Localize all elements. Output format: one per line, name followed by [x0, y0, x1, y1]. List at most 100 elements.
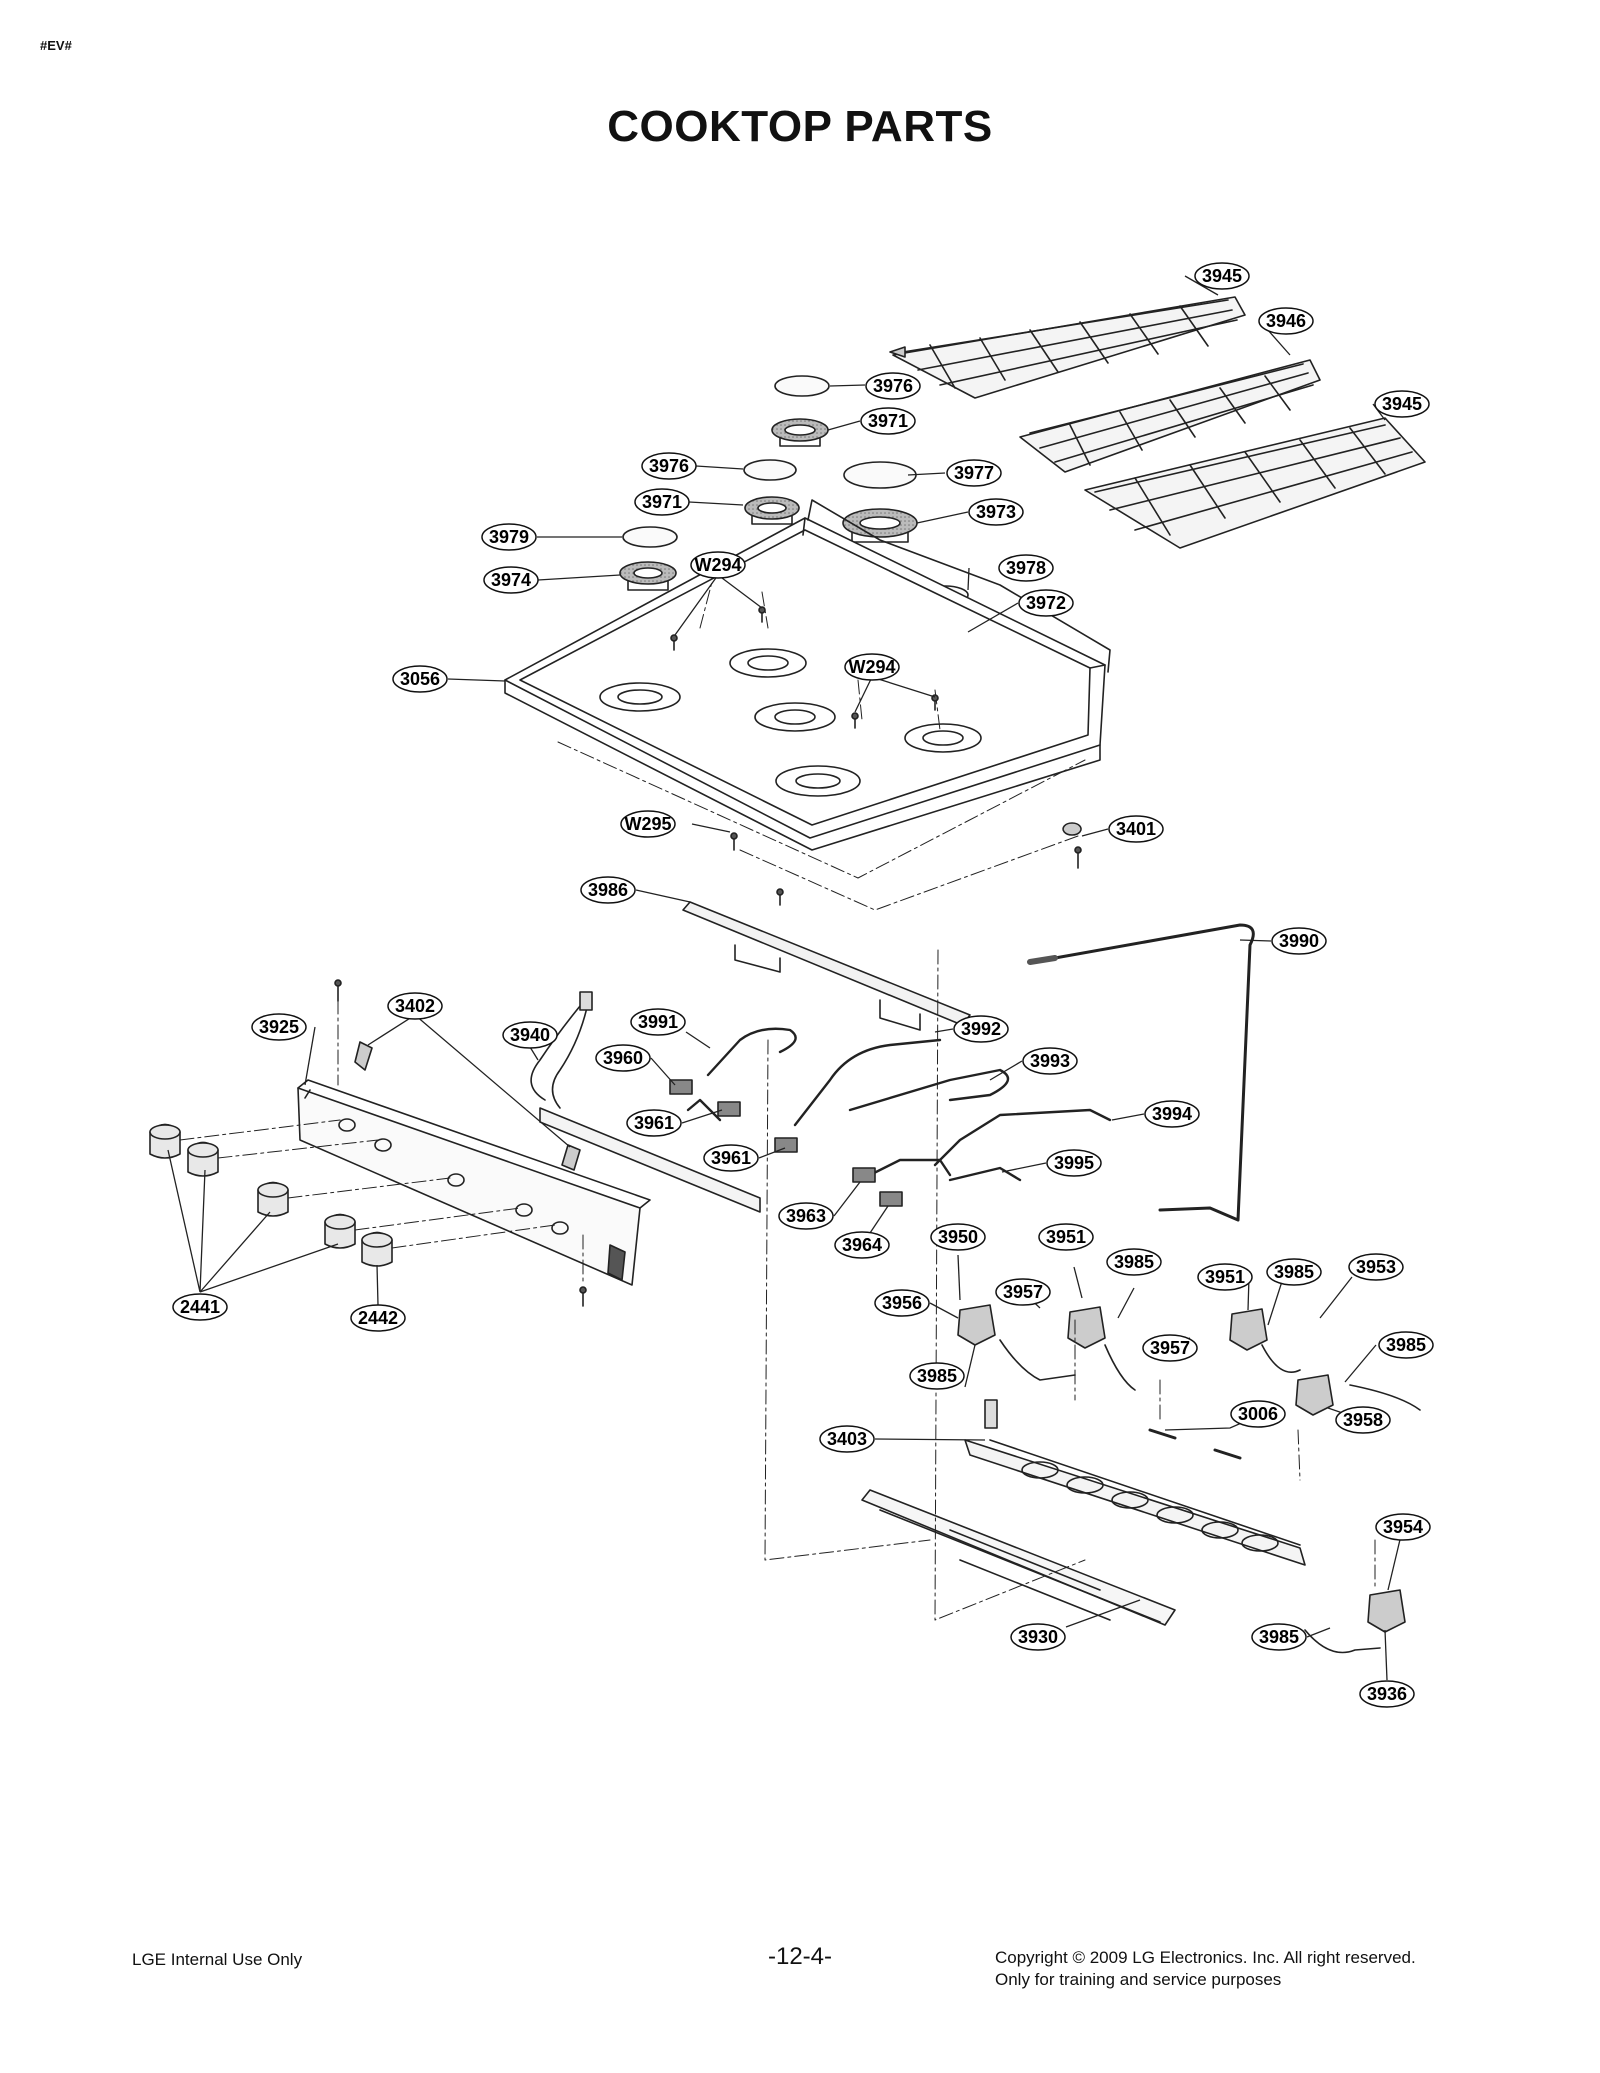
callout-3964: 3964	[834, 1231, 890, 1259]
callout-number: 3985	[917, 1366, 957, 1386]
callout-bubble	[1230, 1400, 1286, 1428]
callout-number: W294	[848, 657, 895, 677]
callout-3963: 3963	[778, 1202, 834, 1230]
callout-number: 3951	[1046, 1227, 1086, 1247]
callout-bubble	[874, 1289, 930, 1317]
callout-number: 3963	[786, 1206, 826, 1226]
callout-number: 2441	[180, 1297, 220, 1317]
callout-3957: 3957	[995, 1278, 1051, 1306]
callout-bubble	[930, 1223, 986, 1251]
callout-number: 3985	[1114, 1252, 1154, 1272]
callout-3401: 3401	[1108, 815, 1164, 843]
callout-number: 3956	[882, 1293, 922, 1313]
callout-number: 3986	[588, 880, 628, 900]
callout-bubble	[1194, 262, 1250, 290]
callout-number: 3403	[827, 1429, 867, 1449]
callout-bubble	[387, 992, 443, 1020]
callout-number: 3993	[1030, 1051, 1070, 1071]
callout-bubble	[953, 1015, 1009, 1043]
callout-bubble	[595, 1044, 651, 1072]
callout-bubble	[1197, 1263, 1253, 1291]
callout-3995: 3995	[1046, 1149, 1102, 1177]
valves-and-tubes	[669, 1027, 1112, 1207]
callout-bubble	[1266, 1258, 1322, 1286]
callout-number: 3990	[1279, 931, 1319, 951]
callout-w295: W295	[620, 810, 676, 838]
line-art	[149, 296, 1426, 1654]
callout-bubble	[620, 810, 676, 838]
callout-number: 3940	[510, 1025, 550, 1045]
callout-bubble	[1348, 1253, 1404, 1281]
callout-bubble	[630, 1008, 686, 1036]
callout-3961: 3961	[626, 1109, 682, 1137]
callout-number: 2442	[358, 1308, 398, 1328]
callout-bubble	[1142, 1334, 1198, 1362]
callout-3976: 3976	[865, 372, 921, 400]
callout-bubble	[909, 1362, 965, 1390]
callout-number: 3401	[1116, 819, 1156, 839]
callout-number: 3056	[400, 669, 440, 689]
callout-3951: 3951	[1038, 1223, 1094, 1251]
callout-number: 3954	[1383, 1517, 1423, 1537]
callout-bubble	[1258, 307, 1314, 335]
page-number: -12-4-	[767, 1943, 833, 1970]
callout-bubble	[1335, 1406, 1391, 1434]
footer-copyright: Copyright © 2009 LG Electronics. Inc. Al…	[995, 1947, 1416, 1991]
igniter-wires	[999, 1339, 1421, 1654]
copyright-line: Copyright © 2009 LG Electronics. Inc. Al…	[995, 1948, 1416, 1967]
page-tag: #EV#	[40, 38, 72, 53]
grate-bottom	[1084, 417, 1426, 549]
callout-3986: 3986	[580, 876, 636, 904]
callout-3930: 3930	[1010, 1623, 1066, 1651]
callout-number: 3946	[1266, 311, 1306, 331]
callout-3985: 3985	[1251, 1623, 1307, 1651]
callout-number: 3951	[1205, 1267, 1245, 1287]
burner-bases	[957, 1304, 1406, 1633]
callout-number: 3976	[649, 456, 689, 476]
callout-3991: 3991	[630, 1008, 686, 1036]
callout-number: 3961	[711, 1148, 751, 1168]
callout-bubble	[641, 452, 697, 480]
callout-number: 3958	[1343, 1410, 1383, 1430]
callout-number: 3985	[1259, 1627, 1299, 1647]
callout-3985: 3985	[909, 1362, 965, 1390]
callout-3978: 3978	[998, 554, 1054, 582]
callout-3994: 3994	[1144, 1100, 1200, 1128]
callout-3950: 3950	[930, 1223, 986, 1251]
callout-bubble	[1375, 1513, 1431, 1541]
callout-3925: 3925	[251, 1013, 307, 1041]
callout-number: 3960	[603, 1048, 643, 1068]
callout-number: 3961	[634, 1113, 674, 1133]
callout-bubble	[703, 1144, 759, 1172]
callout-3956: 3956	[874, 1289, 930, 1317]
callout-3985: 3985	[1266, 1258, 1322, 1286]
callout-3006: 3006	[1230, 1400, 1286, 1428]
callout-number: 3976	[873, 376, 913, 396]
bottom-plate	[861, 1489, 1176, 1626]
callout-3992: 3992	[953, 1015, 1009, 1043]
callout-3953: 3953	[1348, 1253, 1404, 1281]
callout-bubble	[251, 1013, 307, 1041]
grate-top	[889, 296, 1246, 399]
callout-number: 3945	[1382, 394, 1422, 414]
gas-tube-3990	[1028, 923, 1255, 1222]
callout-number: 3925	[259, 1017, 299, 1037]
grate-middle	[1019, 359, 1321, 473]
callout-bubble	[481, 523, 537, 551]
callout-number: 3930	[1018, 1627, 1058, 1647]
callout-3945: 3945	[1194, 262, 1250, 290]
callout-number: 3953	[1356, 1257, 1396, 1277]
callout-3990: 3990	[1271, 927, 1327, 955]
spark-harness	[354, 991, 761, 1213]
callout-bubble	[860, 407, 916, 435]
callout-number: 3978	[1006, 558, 1046, 578]
callout-number: W294	[694, 555, 741, 575]
callout-number: 3977	[954, 463, 994, 483]
burner-box	[964, 1399, 1306, 1566]
callout-bubble	[502, 1021, 558, 1049]
callout-bubble	[1251, 1623, 1307, 1651]
callout-bubble	[1046, 1149, 1102, 1177]
callout-3973: 3973	[968, 498, 1024, 526]
callout-3972: 3972	[1018, 589, 1074, 617]
